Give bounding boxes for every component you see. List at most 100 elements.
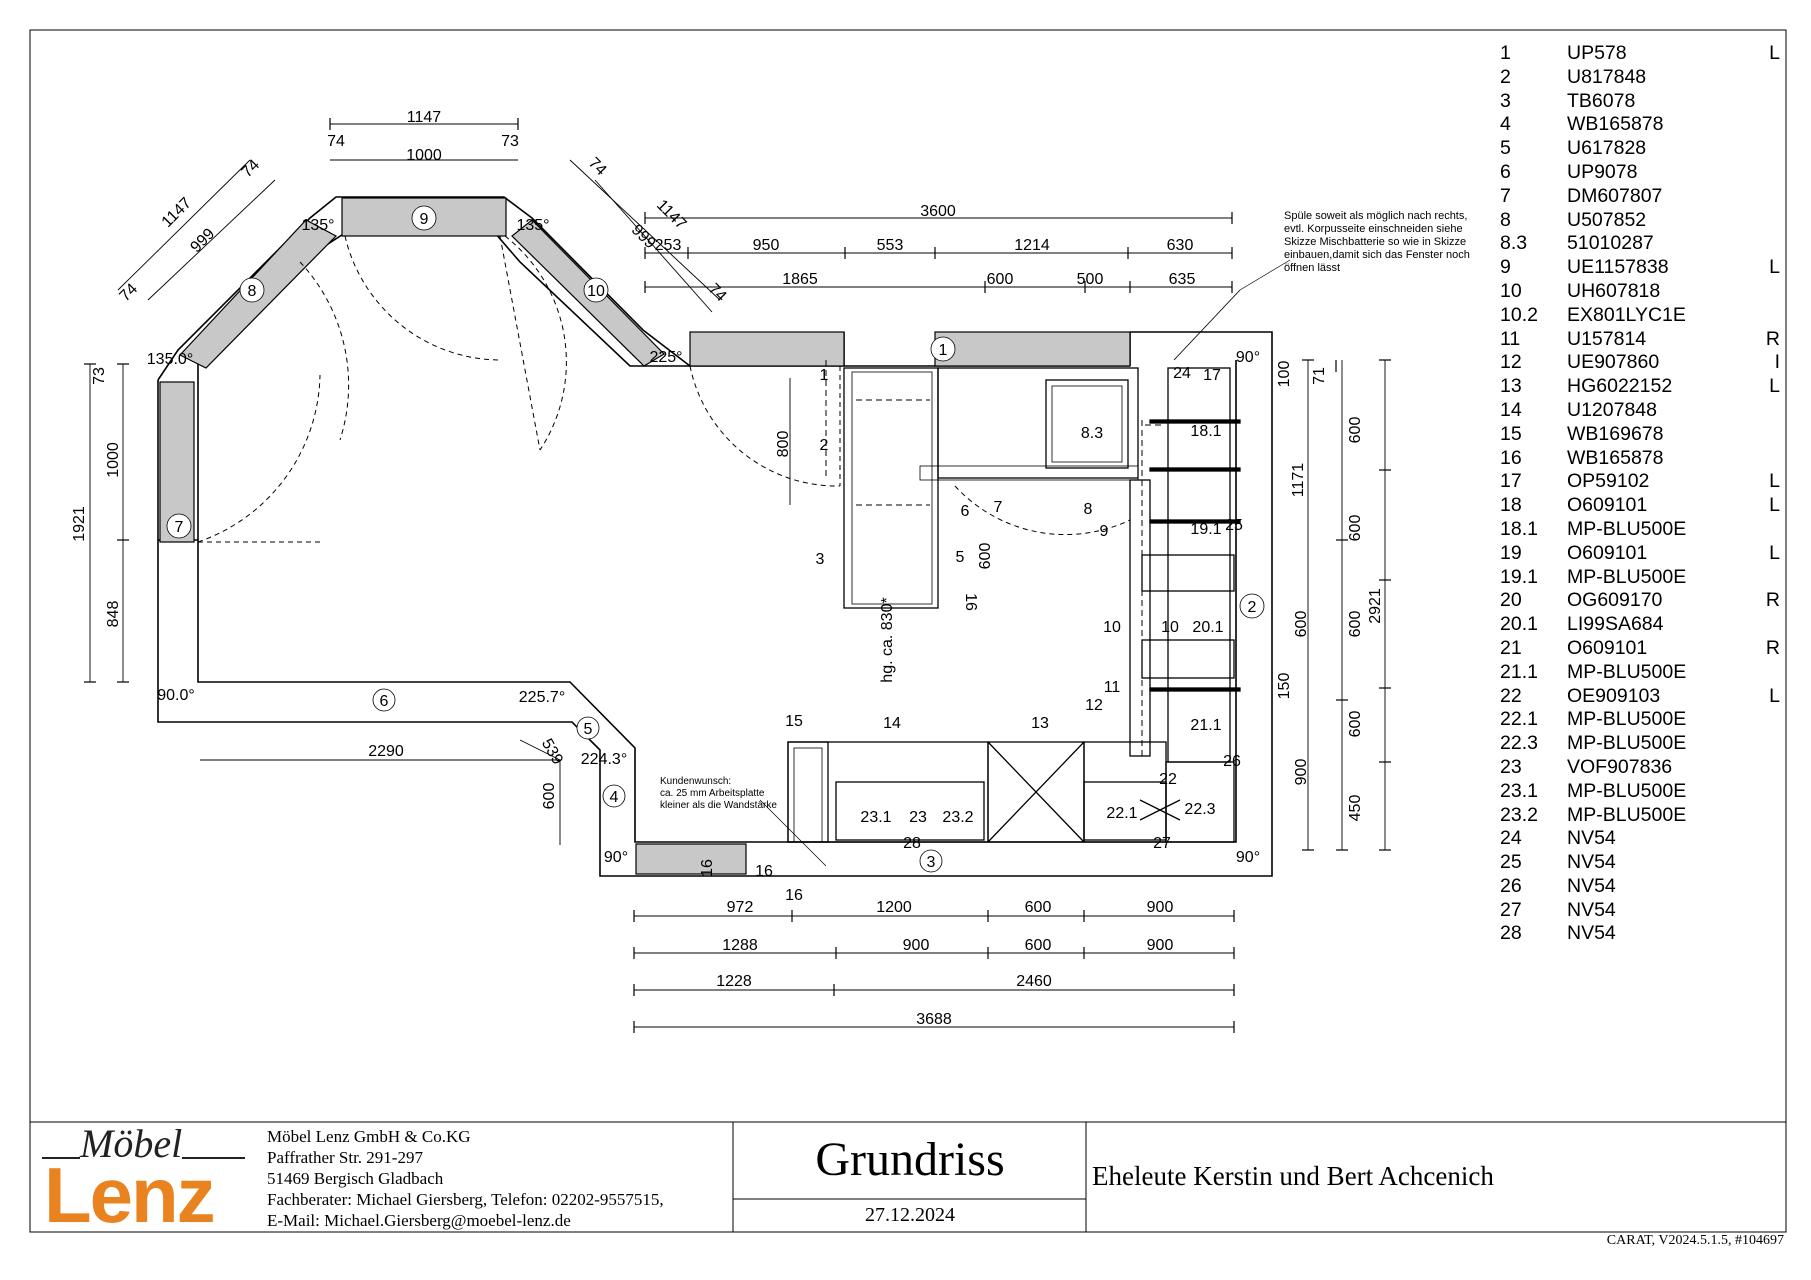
dim-553: 553	[877, 237, 904, 254]
part-side: L	[1769, 470, 1780, 493]
dim-3688: 3688	[916, 1011, 952, 1028]
company-address: Möbel Lenz GmbH & Co.KG Paffrather Str. …	[267, 1126, 664, 1231]
company-name: Möbel Lenz GmbH & Co.KG	[267, 1127, 471, 1146]
dim-1147-diag-right: 1147	[653, 197, 689, 233]
unit-label-28: 28	[903, 835, 921, 852]
dim-2290: 2290	[368, 743, 404, 760]
unit-label-20-1: 20.1	[1192, 619, 1223, 636]
part-no: 15	[1500, 422, 1522, 445]
part-code: MP-BLU500E	[1567, 517, 1687, 540]
dim-972: 972	[727, 899, 754, 916]
dim-73-top: 73	[501, 133, 519, 150]
dim-600-row3: 600	[987, 271, 1014, 288]
unit-label-25: 25	[1225, 517, 1243, 534]
part-side	[1762, 804, 1780, 828]
part-no: 7	[1500, 184, 1511, 207]
sink-note-line: öffnen lässt	[1284, 262, 1341, 274]
unit-label-8: 8	[1084, 501, 1093, 518]
dim-600-r4: 600	[1347, 611, 1364, 638]
dim-600-b2: 600	[1025, 937, 1052, 954]
dim-900-b2b: 900	[1147, 937, 1174, 954]
part-no: 9	[1500, 256, 1511, 279]
marker-3: 3	[927, 854, 936, 871]
dim-16-vertical: 16	[699, 859, 716, 877]
part-side	[1762, 161, 1780, 185]
label-16-rotated: 16	[962, 593, 979, 611]
part-no: 8.3	[1500, 232, 1528, 255]
unit-label-5: 5	[956, 549, 965, 566]
dim-1214: 1214	[1014, 237, 1050, 254]
part-side	[1762, 732, 1780, 756]
position-markers	[166, 205, 1265, 873]
email-line: E-Mail: Michael.Giersberg@moebel-lenz.de	[267, 1211, 571, 1230]
drawing-title: Grundriss	[815, 1133, 1005, 1186]
dim-71: 71	[1311, 367, 1328, 385]
part-no: 5	[1500, 137, 1511, 160]
part-code: O609101	[1567, 636, 1648, 659]
unit-label-8-3: 8.3	[1081, 425, 1103, 442]
marker-6: 6	[380, 693, 389, 710]
angle-90-bottom-right: 90°	[1236, 849, 1260, 866]
diagonal-dimension-labels: 1147 999 74 74 74 1147 999 74 539	[117, 155, 730, 768]
dim-253: 253	[655, 237, 682, 254]
dim-73-left: 73	[91, 367, 108, 385]
part-side	[1762, 304, 1780, 328]
dim-900-b2: 900	[903, 937, 930, 954]
dim-950: 950	[753, 237, 780, 254]
unit-label-12: 12	[1085, 697, 1103, 714]
dim-600-r2: 600	[1347, 515, 1364, 542]
part-side	[1762, 708, 1780, 732]
part-code: TB6078	[1567, 89, 1636, 112]
dim-1865: 1865	[782, 271, 818, 288]
dim-1000-left: 1000	[105, 442, 122, 478]
marker-10: 10	[587, 283, 605, 300]
part-side: R	[1765, 589, 1780, 612]
part-code: HG6022152	[1567, 375, 1673, 398]
part-code: LI99SA684	[1567, 613, 1664, 636]
part-no: 17	[1500, 470, 1522, 493]
part-no: 23	[1500, 755, 1522, 778]
part-no: 3	[1500, 89, 1511, 112]
parts-list-row: 22.3 MP-BLU500E	[1500, 732, 1780, 756]
part-side	[1762, 827, 1780, 851]
unit-label-18-1: 18.1	[1190, 423, 1221, 440]
part-side	[1762, 899, 1780, 923]
part-code: OG609170	[1567, 589, 1663, 612]
angle-225-7: 225.7°	[519, 689, 565, 706]
part-no: 22.3	[1500, 732, 1538, 755]
kitchen-units	[787, 367, 1241, 843]
part-no: 22	[1500, 684, 1522, 707]
company-street: Paffrather Str. 291-297	[267, 1148, 423, 1167]
unit-label-1: 1	[820, 367, 829, 384]
part-no: 26	[1500, 874, 1522, 897]
part-side	[1762, 399, 1780, 423]
part-side	[1762, 518, 1780, 542]
part-code: MP-BLU500E	[1567, 732, 1687, 755]
part-no: 16	[1500, 446, 1522, 469]
unit-label-10b: 10	[1161, 619, 1179, 636]
unit-label-17: 17	[1203, 367, 1221, 384]
part-code: MP-BLU500E	[1567, 660, 1687, 683]
part-no: 6	[1500, 160, 1511, 183]
part-side	[1762, 875, 1780, 899]
part-side	[1762, 922, 1780, 946]
dim-630: 630	[1167, 237, 1194, 254]
dim-2460: 2460	[1016, 973, 1052, 990]
windows	[159, 197, 1131, 875]
part-no: 19	[1500, 541, 1522, 564]
customer-note-line: kleiner als die Wandstärke	[660, 800, 777, 811]
angle-225: 225°	[649, 349, 682, 366]
part-code: MP-BLU500E	[1567, 803, 1687, 826]
part-side: L	[1769, 541, 1780, 564]
unit-label-14: 14	[883, 715, 901, 732]
part-code: UH607818	[1567, 279, 1661, 302]
